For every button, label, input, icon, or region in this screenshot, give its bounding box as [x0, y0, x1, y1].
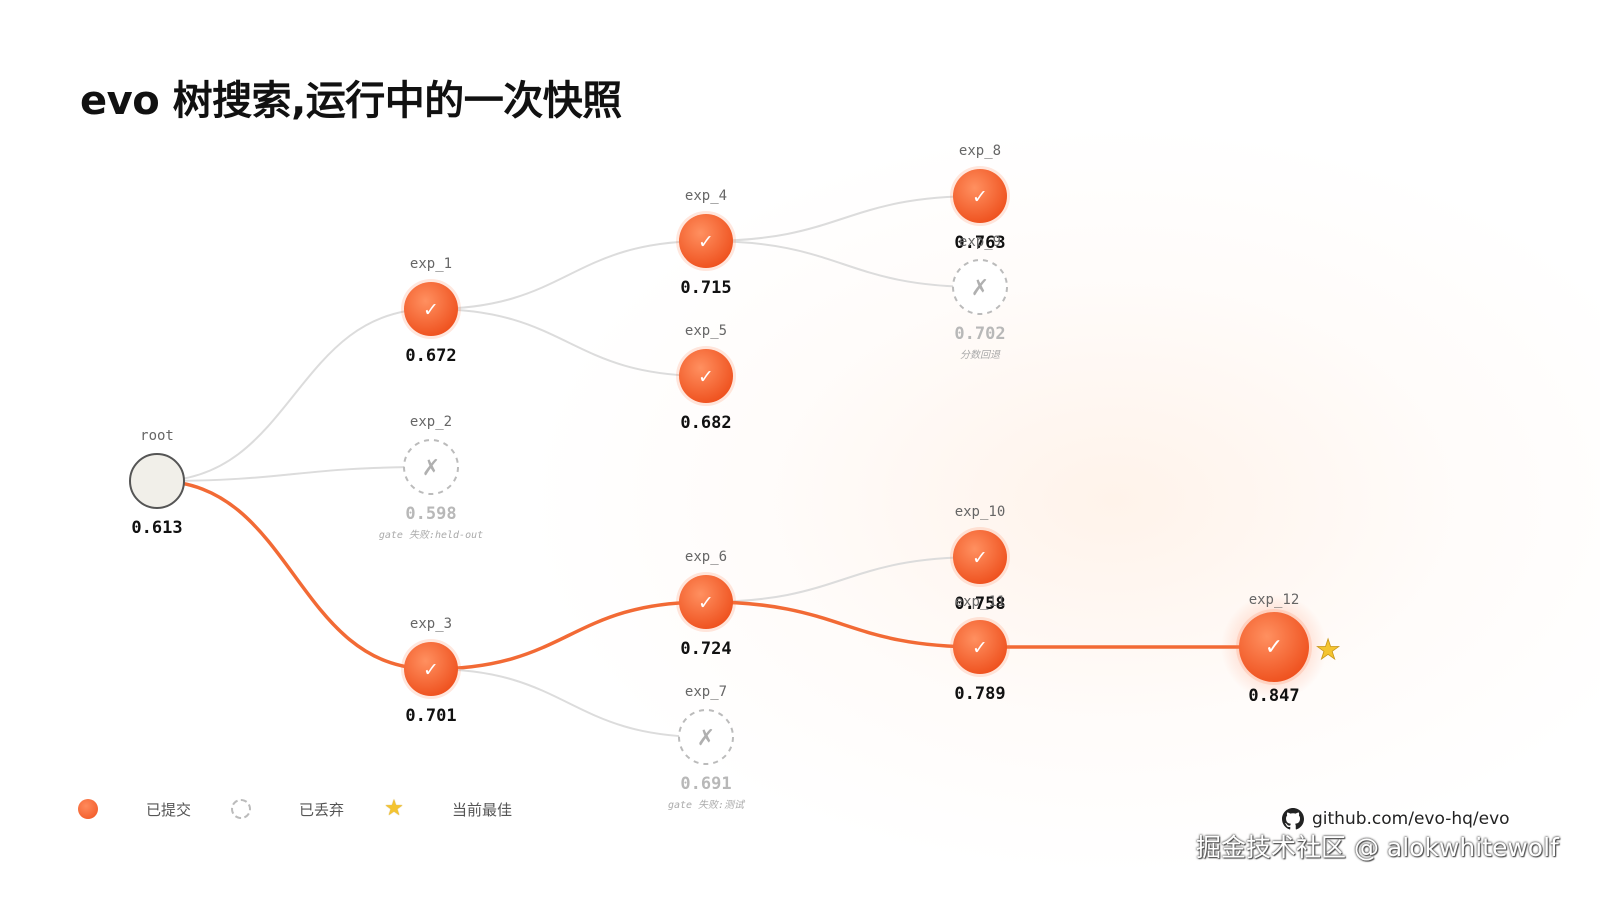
node-label: exp_4: [685, 188, 727, 204]
node-root[interactable]: root 0.613: [129, 428, 185, 538]
committed-dot-icon: [78, 799, 98, 819]
discarded-circle: [678, 709, 734, 765]
check-icon: ✓: [972, 547, 988, 569]
check-icon: ✓: [698, 592, 714, 614]
node-exp_4[interactable]: ✓ exp_4 0.715: [676, 188, 736, 298]
edge-exp_1-exp_4: [430, 240, 707, 310]
node-exp_7[interactable]: ✗ exp_7 0.691 gate 失败:测试: [668, 684, 746, 811]
check-icon: ✓: [423, 299, 439, 321]
node-exp_3[interactable]: ✓ exp_3 0.701: [401, 616, 461, 726]
node-label: exp_7: [685, 684, 727, 700]
node-score: 0.702: [954, 324, 1005, 344]
node-label: exp_1: [410, 256, 452, 272]
check-icon: ✓: [698, 231, 714, 253]
edge-exp_4-exp_9: [705, 240, 981, 288]
node-score: 0.758: [954, 594, 1005, 614]
cross-icon: ✗: [697, 726, 715, 751]
committed-circle: [679, 349, 733, 403]
node-exp_10[interactable]: ✓ exp_10 0.758: [950, 504, 1010, 614]
node-label: exp_10: [955, 504, 1006, 520]
node-note: 分数回退: [960, 349, 1001, 361]
node-label: exp_8: [959, 143, 1001, 159]
node-note: gate 失败:测试: [668, 799, 746, 811]
discarded-circle: [403, 439, 459, 495]
page-title: evo 树搜索,运行中的一次快照: [80, 78, 622, 124]
node-exp_9[interactable]: ✗ exp_9 0.702 分数回退: [952, 234, 1008, 361]
repo-url: github.com/evo-hq/evo: [1312, 809, 1510, 829]
node-label: root: [140, 428, 174, 444]
edge-exp_3-exp_7: [430, 668, 707, 738]
node-exp_6[interactable]: ✓ exp_6 0.724: [676, 549, 736, 659]
node-exp_12[interactable]: ✓ exp_12 0.847 ★: [1221, 592, 1341, 706]
check-icon: ✓: [972, 637, 988, 659]
node-exp_11[interactable]: ✓ exp_11 0.789: [950, 594, 1010, 704]
edges-layer: [156, 195, 1274, 738]
check-icon: ✓: [972, 186, 988, 208]
node-score: 0.682: [680, 413, 731, 433]
star-icon: ★: [384, 796, 404, 821]
edge-exp_4-exp_8: [705, 195, 981, 242]
edge-exp_6-exp_10: [705, 556, 981, 603]
node-score: 0.763: [954, 233, 1005, 253]
node-score: 0.691: [680, 774, 731, 794]
cross-icon: ✗: [422, 456, 440, 481]
legend: 已提交 已丢弃 ★ 当前最佳: [78, 797, 552, 821]
watermark: 掘金技术社区 @ alokwhitewolf: [1196, 833, 1559, 862]
committed-circle: [953, 169, 1007, 223]
node-score: 0.672: [405, 346, 456, 366]
discarded-ring-icon: [231, 799, 252, 819]
root-circle: [129, 453, 185, 509]
node-label: exp_3: [410, 616, 452, 632]
node-exp_2[interactable]: ✗ exp_2 0.598 gate 失败:held-out: [379, 414, 483, 541]
node-label: exp_12: [1249, 592, 1300, 608]
legend-discarded-label: 已丢弃: [299, 800, 345, 819]
committed-circle: [404, 642, 458, 696]
github-icon: [1282, 808, 1304, 830]
legend-best-label: 当前最佳: [452, 800, 513, 819]
committed-circle: [953, 620, 1007, 674]
node-score: 0.789: [954, 684, 1005, 704]
node-label: exp_5: [685, 323, 727, 339]
node-score: 0.847: [1248, 686, 1299, 706]
committed-circle: [679, 575, 733, 629]
node-score: 0.701: [405, 706, 456, 726]
node-exp_1[interactable]: ✓ exp_1 0.672: [401, 256, 461, 366]
node-score: 0.724: [680, 639, 731, 659]
node-score: 0.715: [680, 278, 731, 298]
edge-root-exp_2: [156, 466, 432, 482]
node-score: 0.613: [131, 518, 182, 538]
node-exp_8[interactable]: ✓ exp_8 0.763: [950, 143, 1010, 253]
node-label: exp_2: [410, 414, 452, 430]
committed-circle: [1239, 612, 1309, 682]
legend-committed-label: 已提交: [146, 800, 192, 819]
discarded-circle: [952, 259, 1008, 315]
check-icon: ✓: [1265, 635, 1283, 660]
check-icon: ✓: [698, 366, 714, 388]
star-icon: ★: [1315, 633, 1340, 666]
edge-exp_3-exp_6: [430, 600, 707, 671]
edge-root-exp_1: [156, 308, 432, 482]
nodes-layer: root 0.613 ✓ exp_1 0.672 ✗ exp_2 0.598 gate 失败:h…: [129, 143, 1341, 811]
node-label: exp_9: [959, 234, 1001, 250]
edge-root-exp_3: [156, 479, 432, 671]
node-exp_5[interactable]: ✓ exp_5 0.682: [676, 323, 736, 433]
committed-circle: [953, 530, 1007, 584]
committed-circle: [679, 214, 733, 268]
node-label: exp_6: [685, 549, 727, 565]
committed-circle: [404, 282, 458, 336]
edge-exp_6-exp_11: [705, 600, 981, 649]
cross-icon: ✗: [971, 276, 989, 301]
repo-link[interactable]: github.com/evo-hq/evo: [1282, 808, 1510, 830]
check-icon: ✓: [423, 659, 439, 681]
edge-exp_1-exp_5: [430, 308, 707, 377]
node-note: gate 失败:held-out: [379, 529, 483, 541]
node-label: exp_11: [955, 594, 1006, 610]
node-score: 0.598: [405, 504, 456, 524]
